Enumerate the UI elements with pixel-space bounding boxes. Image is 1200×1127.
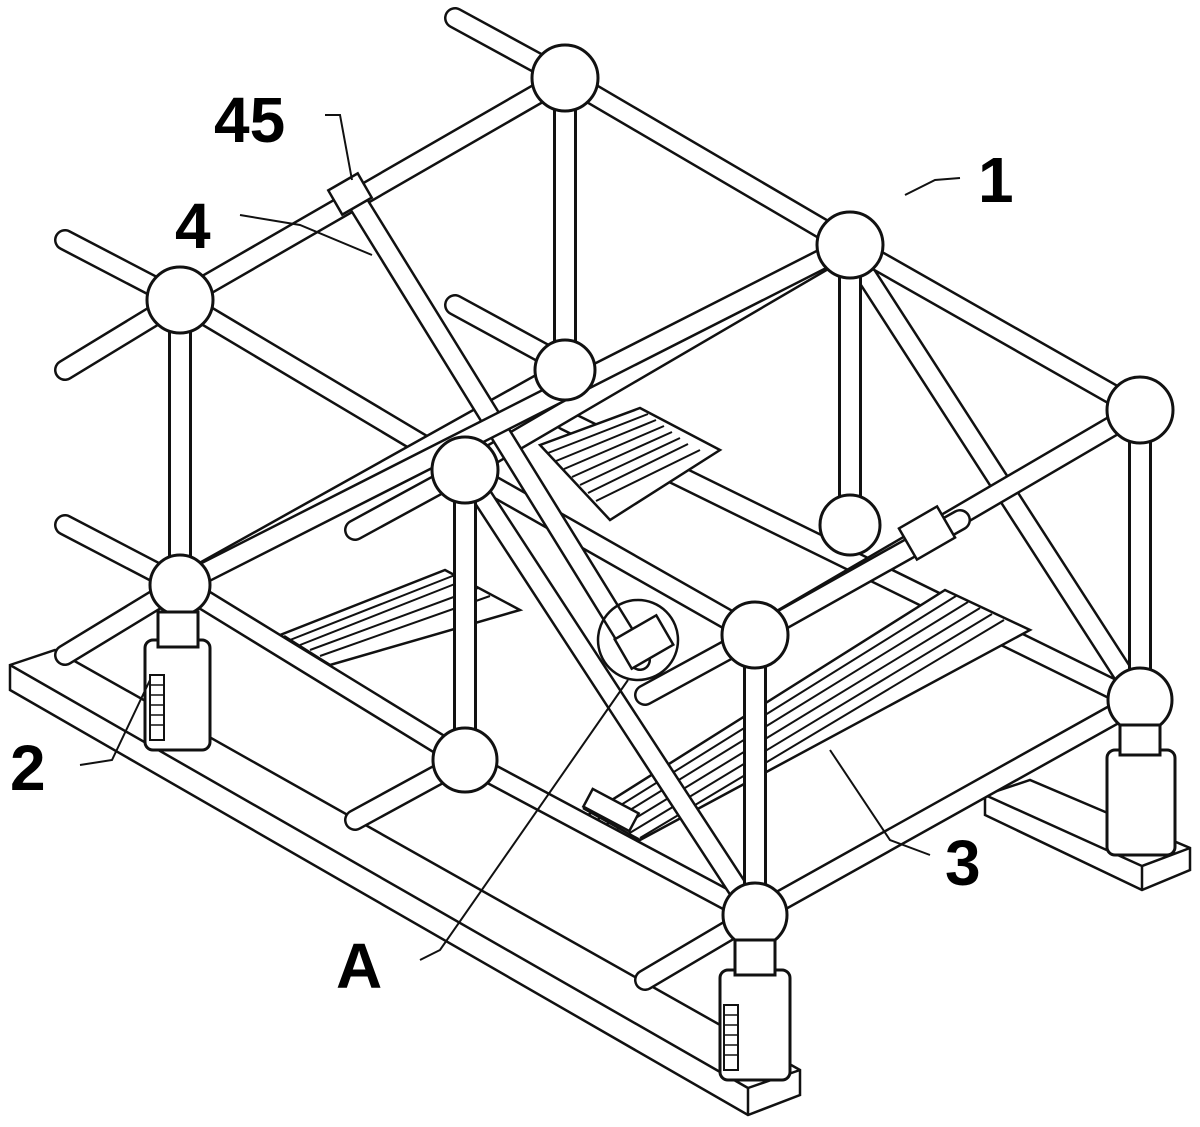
ball-joint-top-left	[145, 265, 215, 335]
tube-bottom-to-right	[169, 574, 476, 771]
ball-joint-bottom-right	[1106, 666, 1174, 734]
ball-joint-bottom-mid	[431, 726, 499, 794]
tube-top-left	[169, 67, 576, 311]
ball-joint-rear-mid	[533, 338, 597, 402]
base-plates	[8, 648, 1192, 1117]
leader-3	[829, 749, 931, 856]
rear-tubes	[444, 7, 1151, 711]
label-45: 45	[214, 84, 285, 156]
leader-45	[325, 114, 353, 181]
platform-board-left	[277, 568, 524, 667]
ball-joint-rear-low	[818, 493, 882, 557]
support-base-right	[1105, 723, 1177, 857]
label-4: 4	[175, 190, 211, 262]
ball-joint-far-right	[1105, 375, 1175, 445]
label-1: 1	[978, 144, 1014, 216]
clamps	[326, 171, 957, 682]
ball-joints	[145, 43, 1175, 949]
platform-board-rear	[537, 406, 723, 522]
label-2: 2	[10, 732, 46, 804]
support-base-left	[143, 610, 212, 752]
tube-rear-diagonal	[839, 239, 1151, 711]
label-a: A	[336, 930, 382, 1002]
support-bases	[143, 610, 1177, 1082]
support-base-front	[718, 938, 792, 1082]
ball-joint-top-right	[815, 210, 885, 280]
clamp-45	[326, 171, 374, 217]
tube-top-right	[554, 67, 861, 256]
base-plate-left	[8, 648, 802, 1117]
leader-lines	[79, 114, 961, 961]
ball-joint-bottom-front	[721, 881, 789, 949]
tube-top-front-right	[839, 234, 1151, 421]
detail-a-circle	[596, 598, 680, 682]
base-plate-right-top	[1141, 846, 1191, 868]
ball-joint-center	[430, 435, 500, 505]
clamp-detail-a	[613, 613, 675, 671]
ball-joint-bottom-left	[148, 553, 212, 617]
platform-boards	[277, 406, 1033, 842]
brace-front-diagonal	[454, 459, 766, 926]
label-3: 3	[945, 827, 981, 899]
leader-1	[904, 177, 961, 196]
platform-board-front	[577, 588, 1033, 842]
reference-labels: 45 4 1 2 3 A	[10, 84, 1014, 1002]
brace-left-diagonal	[169, 234, 861, 596]
tube-bottom-front	[454, 749, 766, 926]
ball-joint-front-right	[720, 600, 790, 670]
leader-a	[419, 679, 629, 961]
tube-cross-mid	[454, 459, 766, 646]
base-plate-right	[983, 778, 1192, 892]
tube-bottom-right-front	[744, 689, 1151, 926]
leader-2	[79, 679, 151, 766]
clamp-right	[897, 504, 957, 562]
leader-4	[239, 214, 373, 256]
ball-joint-top-center	[530, 43, 600, 113]
